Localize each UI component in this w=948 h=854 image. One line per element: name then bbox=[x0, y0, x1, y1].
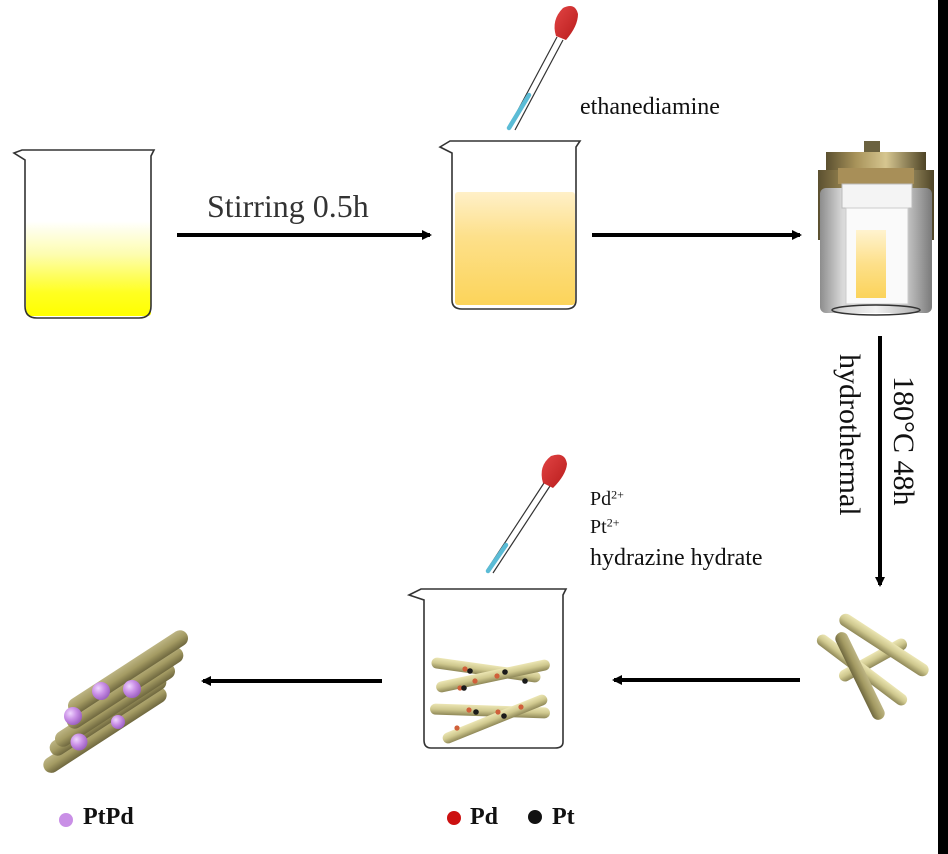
right-edge-bar bbox=[938, 0, 948, 854]
nanorod bbox=[835, 632, 885, 720]
beaker-rods-pd-pt bbox=[406, 588, 568, 749]
beaker-orange-solution bbox=[438, 140, 582, 310]
pd-particle bbox=[457, 685, 463, 691]
pd-particle bbox=[472, 678, 478, 684]
hydrothermal-label: hydrothermal bbox=[833, 354, 866, 516]
pd-ion-symbol: Pd bbox=[590, 488, 612, 510]
pd-particle bbox=[495, 709, 501, 715]
pd-particle bbox=[494, 673, 500, 679]
pt-particle bbox=[467, 668, 473, 674]
beaker-outline bbox=[438, 140, 582, 310]
pt-particle bbox=[522, 678, 528, 684]
pd-particles bbox=[454, 666, 524, 731]
autoclave-reactor bbox=[818, 141, 934, 316]
pt-particle bbox=[502, 669, 508, 675]
temperature-time-label: 180°C 48h bbox=[887, 376, 920, 506]
nanorod bbox=[43, 687, 167, 773]
legend-pd-label: Pd bbox=[470, 804, 499, 830]
pt-particle bbox=[501, 713, 507, 719]
pt-ion-charge: 2+ bbox=[606, 515, 620, 530]
ptpd-nanorod-product bbox=[43, 630, 188, 773]
ptpd-particle bbox=[64, 707, 82, 725]
dropper-bulb bbox=[554, 6, 578, 40]
dropper-tip-liquid bbox=[485, 542, 509, 574]
nanorod bbox=[839, 613, 929, 677]
dropper-tip-liquid bbox=[506, 92, 532, 131]
legend-pt-label: Pt bbox=[552, 804, 575, 830]
dropper-metal-precursors bbox=[485, 454, 567, 574]
legend-pd-dot bbox=[447, 811, 461, 825]
pt-particle bbox=[473, 709, 479, 715]
beaker-yellow-solution bbox=[12, 149, 156, 319]
yellow-solution bbox=[26, 221, 151, 316]
ptpd-particle bbox=[111, 715, 125, 729]
dropper-ethanediamine bbox=[506, 6, 578, 131]
pt-ion-symbol: Pt bbox=[590, 516, 607, 538]
hydrazine-label: hydrazine hydrate bbox=[590, 545, 763, 571]
beaker-outline bbox=[12, 149, 156, 319]
pd-particle bbox=[454, 725, 460, 731]
beaker-outline bbox=[406, 588, 568, 749]
pt-particles bbox=[461, 668, 528, 719]
pt-particle bbox=[461, 685, 467, 691]
nanorods bbox=[816, 613, 929, 720]
pd-ion-charge: 2+ bbox=[611, 487, 624, 502]
legend-pt-dot bbox=[528, 810, 542, 824]
legend-ptpd-label: PtPd bbox=[83, 804, 134, 830]
autoclave-solution bbox=[856, 230, 886, 298]
ptpd-particle bbox=[123, 680, 141, 698]
stirring-label: Stirring 0.5h bbox=[207, 188, 369, 224]
pd-particle bbox=[518, 704, 524, 710]
ptpd-particle bbox=[70, 733, 88, 751]
pd-particle bbox=[466, 707, 472, 713]
legend-ptpd-dot bbox=[59, 813, 73, 827]
pt-ion-label: Pt2+ bbox=[590, 514, 619, 540]
nanorod bbox=[436, 659, 550, 693]
pd-particle bbox=[462, 666, 468, 672]
ethanediamine-label: ethanediamine bbox=[580, 94, 720, 120]
ptpd-particle bbox=[92, 682, 110, 700]
dropper-bulb bbox=[541, 454, 567, 488]
pd-ion-label: Pd2+ bbox=[590, 486, 624, 512]
nanorod bbox=[442, 694, 548, 744]
orange-solution bbox=[455, 192, 575, 305]
